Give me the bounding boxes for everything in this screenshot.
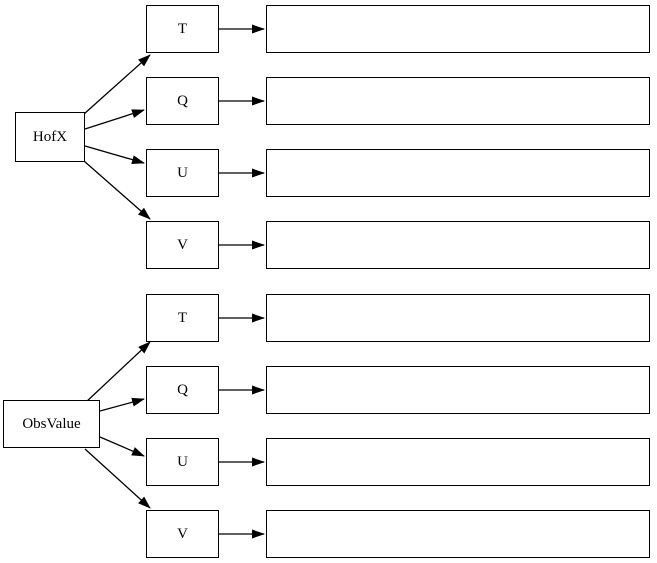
- node-hofx: HofX: [15, 112, 85, 162]
- edge-obsvalue-to-u: [99, 436, 145, 457]
- value-box-obsvalue-v: [266, 510, 650, 558]
- node-hofx-label: HofX: [32, 128, 68, 145]
- node-obsvalue: ObsValue: [3, 400, 100, 448]
- edge-hofx-to-v: [83, 160, 151, 220]
- edge-obsvalue-to-q: [99, 397, 145, 412]
- node-obsvalue-v-label: V: [177, 525, 188, 542]
- edge-hofx-to-t: [83, 54, 151, 115]
- node-hofx-v: V: [146, 221, 219, 269]
- edge-obsvalue-to-v: [84, 448, 151, 509]
- edge-hofx-to-q: [84, 109, 145, 130]
- node-obsvalue-v: V: [146, 510, 219, 558]
- value-box-obsvalue-t: [266, 294, 650, 342]
- node-obsvalue-u: U: [146, 438, 219, 486]
- node-hofx-q-label: Q: [177, 92, 188, 109]
- value-box-obsvalue-q: [266, 366, 650, 414]
- value-box-hofx-t: [266, 5, 650, 53]
- value-box-hofx-u: [266, 149, 650, 197]
- node-obsvalue-t: T: [146, 294, 219, 342]
- node-obsvalue-label: ObsValue: [22, 415, 81, 432]
- node-obsvalue-u-label: U: [177, 453, 188, 470]
- node-hofx-u-label: U: [177, 164, 188, 181]
- node-obsvalue-q: Q: [146, 366, 219, 414]
- node-obsvalue-t-label: T: [177, 309, 188, 326]
- node-hofx-q: Q: [146, 77, 219, 125]
- node-hofx-t-label: T: [177, 20, 188, 37]
- value-box-obsvalue-u: [266, 438, 650, 486]
- node-hofx-v-label: V: [177, 236, 188, 253]
- value-box-hofx-v: [266, 221, 650, 269]
- edge-obsvalue-to-t: [84, 341, 151, 404]
- value-box-hofx-q: [266, 77, 650, 125]
- node-hofx-u: U: [146, 149, 219, 197]
- edge-hofx-to-u: [84, 145, 145, 165]
- node-obsvalue-q-label: Q: [177, 381, 188, 398]
- node-hofx-t: T: [146, 5, 219, 53]
